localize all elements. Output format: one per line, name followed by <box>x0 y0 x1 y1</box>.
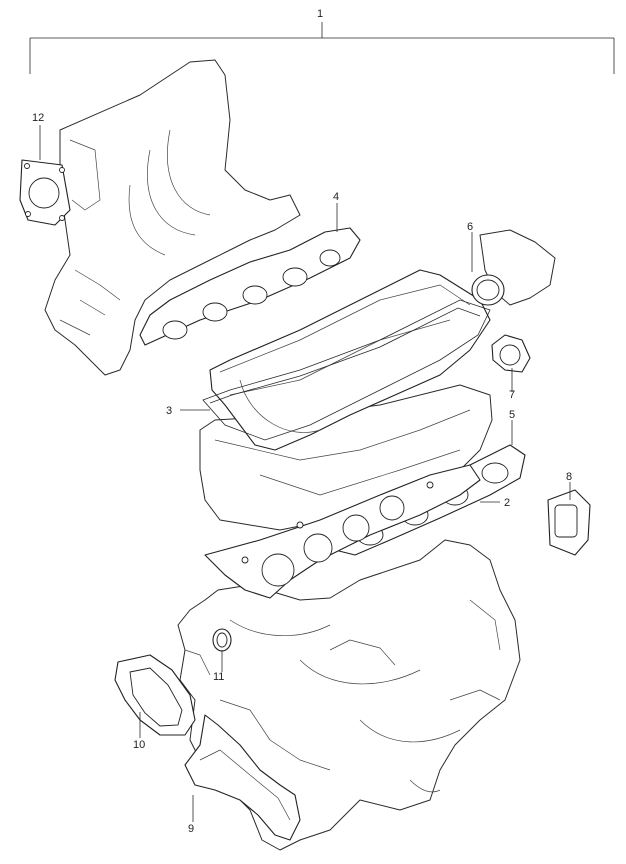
throttle-body-gasket <box>19 159 71 226</box>
gasket-8 <box>547 489 591 556</box>
callout-3: 3 <box>166 405 172 417</box>
callout-2: 2 <box>504 497 510 509</box>
callout-9: 9 <box>188 823 194 835</box>
callout-labels: 1 12 4 6 7 3 5 8 2 11 10 9 <box>32 8 572 835</box>
kit-bracket <box>29 22 615 74</box>
callout-1: 1 <box>317 8 323 20</box>
callout-5: 5 <box>509 409 515 421</box>
oil-pump-gasket <box>184 714 301 841</box>
intake-manifold <box>44 59 301 376</box>
engine-block <box>177 539 521 851</box>
cylinder-head-gasket <box>204 464 481 599</box>
callout-7: 7 <box>509 389 515 401</box>
callout-11: 11 <box>213 671 224 683</box>
callout-10: 10 <box>133 739 145 751</box>
callout-8: 8 <box>566 471 572 483</box>
o-ring-11 <box>212 628 232 652</box>
callout-4: 4 <box>333 191 339 203</box>
callout-12: 12 <box>32 112 44 124</box>
gasket-7 <box>491 334 531 373</box>
valve-cover <box>209 269 491 451</box>
leader-lines <box>39 125 571 822</box>
callout-6: 6 <box>467 221 473 233</box>
head-cover-gasket <box>202 299 491 441</box>
water-outlet-gasket <box>471 229 556 306</box>
water-pump-gasket <box>114 654 196 736</box>
intake-manifold-gasket <box>139 227 361 346</box>
